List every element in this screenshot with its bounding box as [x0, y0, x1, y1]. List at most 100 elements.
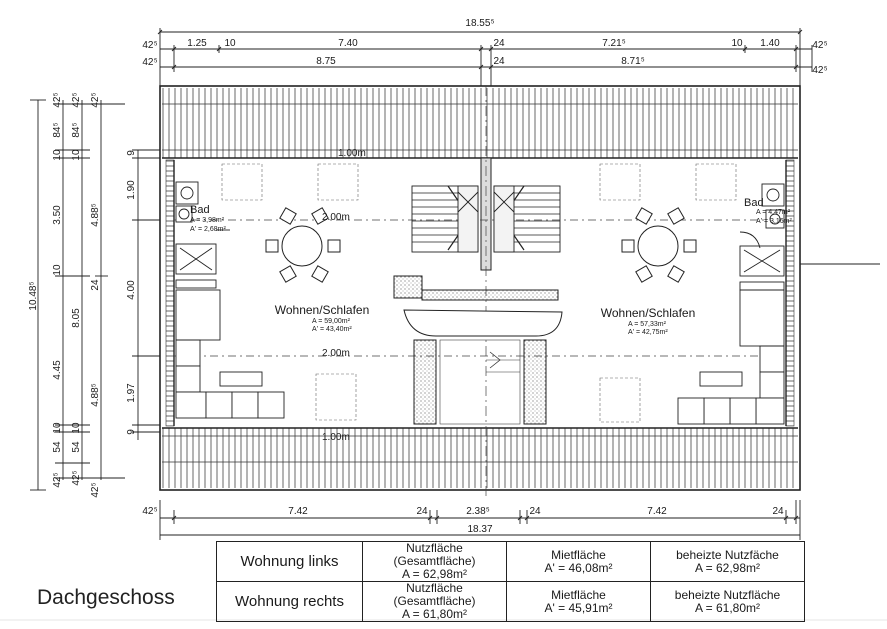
nutz-label: Nutzfläche (Gesamtfläche): [393, 581, 476, 608]
dim-left-outer: 10.48⁵: [28, 281, 39, 310]
miet-label: Mietfläche: [551, 547, 606, 562]
bathroom-left: [175, 181, 230, 289]
beheizt-cell: beheizte Nutzfäche A = 62,98m²: [650, 541, 805, 582]
mietflaeche-cell: Mietfläche A' = 45,91m²: [506, 581, 651, 622]
dim-top-r1-5: 7.21⁵: [602, 38, 626, 49]
dim-left-a8: 54: [52, 441, 63, 453]
label-height-lower: 2.00m: [322, 348, 350, 359]
nutz-value: A = 62,98m²: [401, 567, 468, 581]
beheizt-cell: beheizte Nutzfläche A = 61,80m²: [650, 581, 805, 622]
room-left-area2: A' = 43,40m²: [312, 326, 352, 333]
nutzflaeche-cell: Nutzfläche (Gesamtfläche) A = 61,80m²: [362, 581, 507, 622]
dim-bot-4: 24: [529, 506, 541, 517]
dim-left-a7: 10: [52, 422, 63, 434]
central-shaft: [393, 275, 563, 425]
page-title: Dachgeschoss: [37, 586, 175, 609]
dim-left-b-bot: 42⁵: [90, 482, 101, 497]
nutz-value: A = 61,80m²: [401, 607, 468, 621]
dim-top-r1-3: 7.40: [338, 38, 358, 49]
dim-top-r1-1: 1.25: [187, 38, 207, 49]
beheizt-label: beheizte Nutzfläche: [674, 587, 781, 602]
mietflaeche-cell: Mietfläche A' = 46,08m²: [506, 541, 651, 582]
dim-left-b6: 42⁵: [71, 470, 82, 485]
dim-left-a2: 10: [52, 149, 63, 161]
apartment-name: Wohnung rechts: [216, 581, 363, 622]
dim-top-r1-7: 1.40: [760, 38, 780, 49]
dim-left-b-top: 42⁵: [90, 92, 101, 107]
bathroom-right: [739, 183, 785, 291]
table-row: Wohnung links Nutzfläche (Gesamtfläche) …: [216, 541, 805, 582]
dim-left-b3: 24: [90, 279, 101, 291]
dim-top-r2-2: 24: [493, 56, 505, 67]
dim-bot-0: 42⁵: [142, 506, 157, 517]
dim-top-r2-4: 42⁵: [812, 65, 827, 76]
room-left-name: Wohnen/Schlafen: [275, 303, 370, 317]
furniture-right: [677, 289, 785, 425]
dim-bot-1: 7.42: [288, 506, 308, 517]
miet-value: A' = 45,91m²: [544, 600, 613, 615]
dim-top-r2-3: 8.71⁵: [621, 56, 645, 67]
dim-top-r1-0: 42⁵: [142, 40, 157, 51]
dim-bot-6: 24: [772, 506, 784, 517]
room-right-name: Wohnen/Schlafen: [601, 306, 696, 320]
dim-bot-5: 7.42: [647, 506, 667, 517]
dim-left-a9: 42⁵: [52, 472, 63, 487]
dimension-left: [30, 99, 160, 491]
building-shell: [159, 85, 880, 500]
beheizt-value: A = 62,98m²: [694, 560, 761, 575]
beheizt-value: A = 61,80m²: [694, 600, 761, 615]
label-height-bottom: 1.00m: [322, 432, 350, 443]
dim-top-overall: 18.55⁵: [465, 18, 494, 29]
room-right-area2: A' = 42,75m²: [628, 329, 668, 336]
dim-bot-overall: 18.37: [467, 524, 492, 535]
dim-left-c0: 4.88⁵: [90, 203, 101, 227]
label-height-mid: 2.00m: [322, 212, 350, 223]
dim-left-b1: 84⁵: [71, 122, 82, 137]
dim-left-b0: 42⁵: [71, 92, 82, 107]
dim-left-b5: 54: [71, 441, 82, 453]
ceiling-marks: [221, 163, 737, 423]
dim-top-r1-2: 10: [224, 38, 236, 49]
nutz-label: Nutzfläche (Gesamtfläche): [393, 541, 476, 568]
dim-top-r2-1: 8.75: [316, 56, 336, 67]
dim-left-a0: 42⁵: [52, 92, 63, 107]
dim-top-r1-8: 42⁵: [812, 40, 827, 51]
dim-top-r1-6: 10: [731, 38, 743, 49]
dim-inner-4: 9: [126, 429, 137, 435]
dim-left-a1: 84⁵: [52, 122, 63, 137]
bath-right-area: A = 4,47m²: [756, 209, 791, 216]
miet-label: Mietfläche: [551, 587, 606, 602]
dimension-top: [157, 28, 813, 86]
nutzflaeche-cell: Nutzfläche (Gesamtfläche) A = 62,98m²: [362, 541, 507, 582]
dining-right: [621, 207, 697, 283]
dim-left-a4: 10: [52, 264, 63, 276]
label-height-top: 1.00m: [338, 148, 366, 159]
dim-inner-1: 1.90: [126, 180, 137, 200]
dim-inner-0: 9: [126, 150, 137, 156]
dim-left-a3: 3.50: [52, 205, 63, 225]
dim-inner-3: 1.97: [126, 383, 137, 403]
bath-left-name: Bad: [190, 204, 210, 216]
miet-value: A' = 46,08m²: [544, 560, 613, 575]
furniture-left: [175, 289, 285, 419]
dimension-bottom: [159, 500, 801, 540]
dim-left-a6: 4.45: [52, 360, 63, 380]
table-row: Wohnung rechts Nutzfläche (Gesamtfläche)…: [216, 581, 805, 622]
bath-left-area2: A' = 2,68m²: [190, 226, 226, 233]
apartment-name: Wohnung links: [216, 541, 363, 582]
bath-left-area: A = 3,98m²: [190, 217, 225, 224]
dim-left-c1: 4.88⁵: [90, 383, 101, 407]
room-left-area: A = 59,00m²: [312, 318, 351, 325]
dim-top-r1-4: 24: [493, 38, 505, 49]
bath-right-name: Bad: [744, 197, 764, 209]
dim-left-b2: 10: [71, 149, 82, 161]
bath-right-area2: A' = 3,16m²: [756, 218, 792, 225]
room-right-area: A = 57,33m²: [628, 321, 667, 328]
dim-left-b4: 10: [71, 422, 82, 434]
staircase: [411, 185, 561, 253]
dim-inner-2: 4.00: [126, 280, 137, 300]
dim-bot-2: 24: [416, 506, 428, 517]
dim-top-r2-0: 42⁵: [142, 57, 157, 68]
beheizt-label: beheizte Nutzfäche: [676, 547, 779, 562]
